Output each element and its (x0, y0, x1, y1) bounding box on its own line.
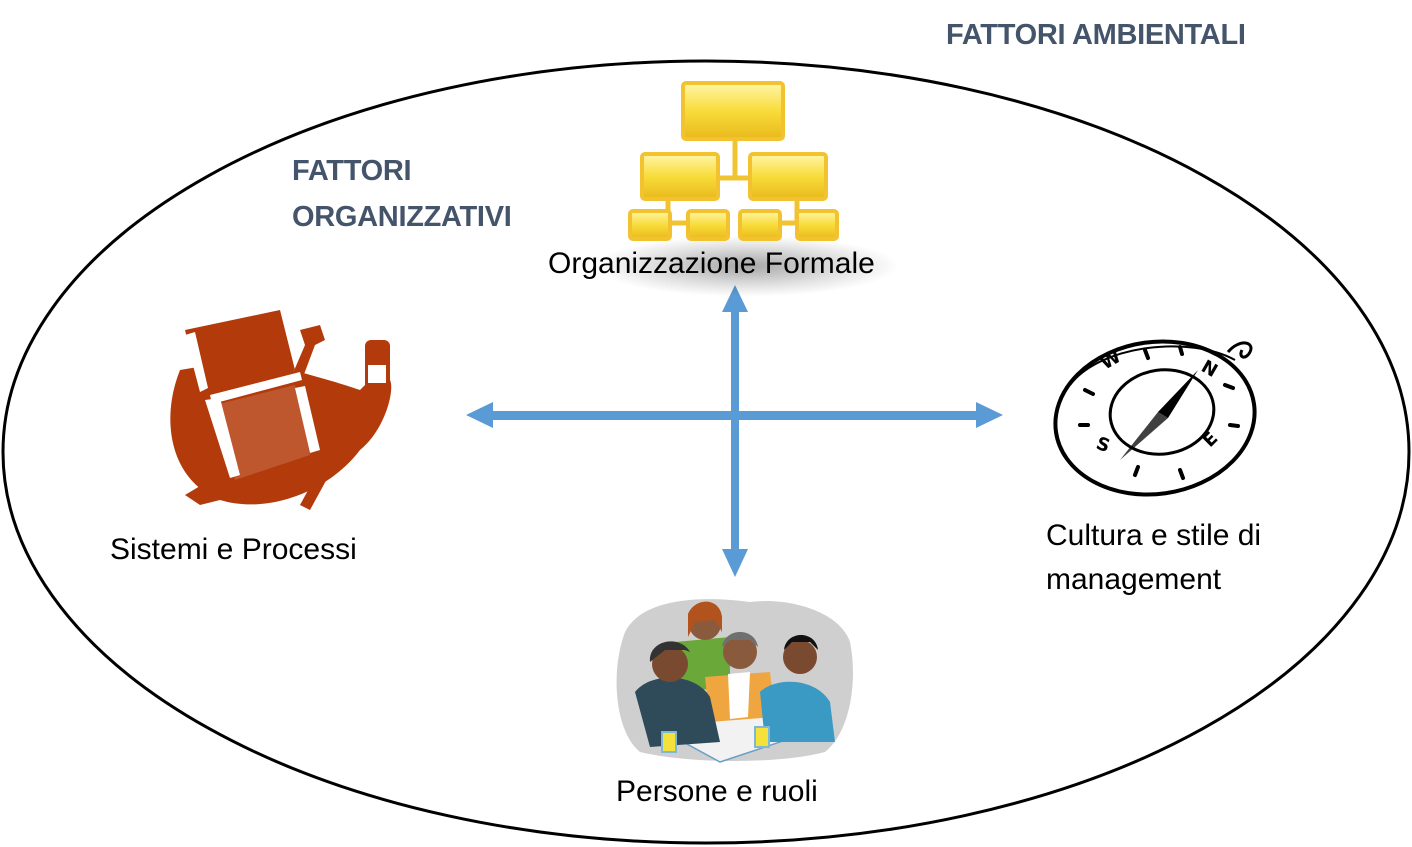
node-label-culture-management: Cultura e stile di management (1046, 514, 1261, 602)
toolbox-icon (170, 310, 392, 510)
compass-letter-s: S (1093, 433, 1112, 457)
compass-letter-e: E (1199, 428, 1223, 452)
arrow-head-left (466, 402, 493, 428)
glass-left (661, 731, 677, 753)
people-meeting-icon (616, 599, 853, 763)
org-chart-shadow (596, 236, 896, 296)
arrow-head-down (722, 549, 748, 577)
org-chart-icon (628, 81, 839, 241)
vertical-arrow-shaft (731, 306, 739, 556)
node-label-culture-line1: Cultura e stile di (1046, 519, 1262, 552)
node-label-culture-line2: management (1046, 563, 1222, 596)
compass-needle-south (1120, 412, 1168, 460)
compass-icon: N E S W (1053, 339, 1257, 497)
node-label-systems-processes: Sistemi e Processi (110, 533, 357, 566)
glass-right (754, 726, 770, 748)
organizational-factors-line1: FATTORI (292, 155, 412, 187)
node-label-people-roles: Persone e ruoli (616, 775, 818, 808)
compass-needle-north (1158, 370, 1198, 418)
arrow-head-up (722, 285, 748, 312)
environment-factors-heading: FATTORI AMBIENTALI (946, 19, 1246, 51)
node-label-formal-organization: Organizzazione Formale (548, 247, 875, 280)
compass-letter-n: N (1198, 356, 1222, 382)
arrow-head-right (976, 402, 1003, 428)
organizational-factors-heading: FATTORI ORGANIZZATIVI (292, 148, 512, 240)
organizational-factors-line2: ORGANIZZATIVI (292, 201, 512, 233)
